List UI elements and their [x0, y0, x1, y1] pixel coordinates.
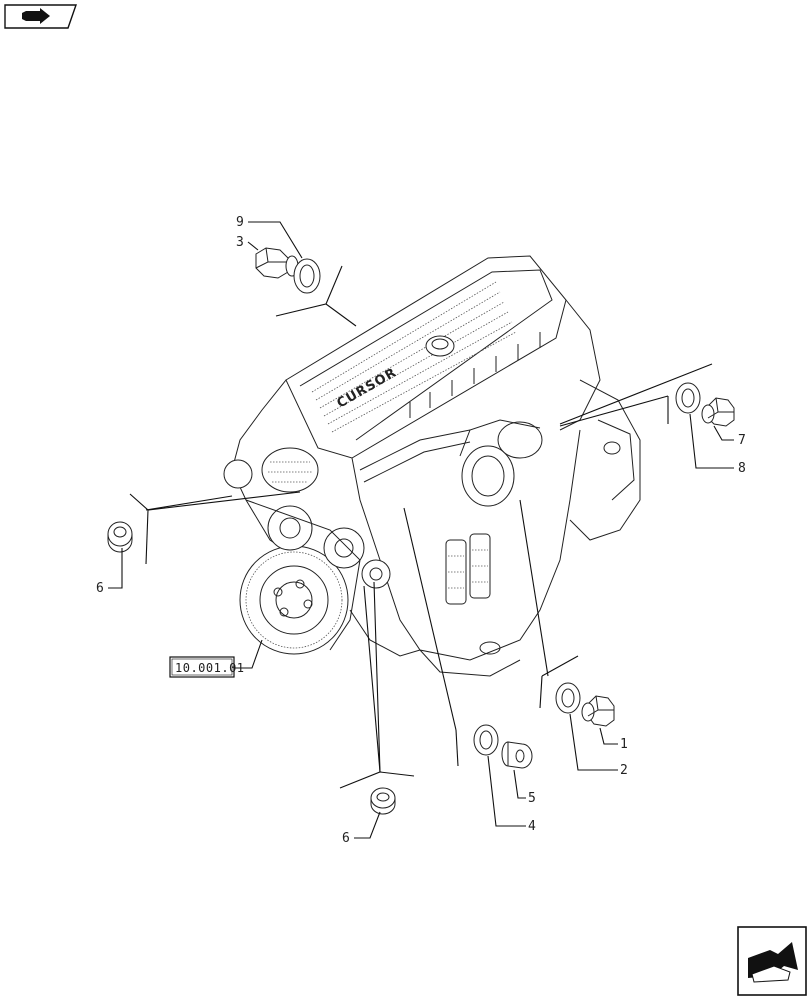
label-8: 8 [738, 461, 746, 476]
label-3: 3 [236, 235, 244, 250]
engine-illustration: CURSOR [223, 255, 641, 677]
folder-arrow-icon[interactable] [4, 4, 77, 29]
leader-lines [108, 221, 734, 839]
part-1-plug [581, 695, 615, 727]
label-4: 4 [528, 819, 536, 834]
reference-code: 10.001.01 [175, 661, 245, 675]
label-7: 7 [738, 433, 746, 448]
label-6-left: 6 [96, 581, 104, 596]
label-5: 5 [528, 791, 536, 806]
reference-box[interactable]: 10.001.01 [169, 656, 245, 678]
label-1: 1 [620, 737, 628, 752]
label-6-bottom: 6 [342, 831, 350, 846]
part-6-sleeve-bottom [370, 787, 396, 815]
part-8-seal-ring [675, 382, 701, 414]
part-2-seal-ring [555, 682, 581, 714]
part-7-plug [701, 397, 735, 427]
part-3-plug [255, 247, 299, 279]
part-4-seal-ring [473, 724, 499, 756]
next-page-arrow-icon[interactable] [737, 926, 807, 996]
part-6-sleeve-left [107, 521, 133, 553]
part-9-seal-ring [293, 258, 321, 294]
label-9: 9 [236, 215, 244, 230]
label-2: 2 [620, 763, 628, 778]
part-5-plug [501, 741, 533, 769]
